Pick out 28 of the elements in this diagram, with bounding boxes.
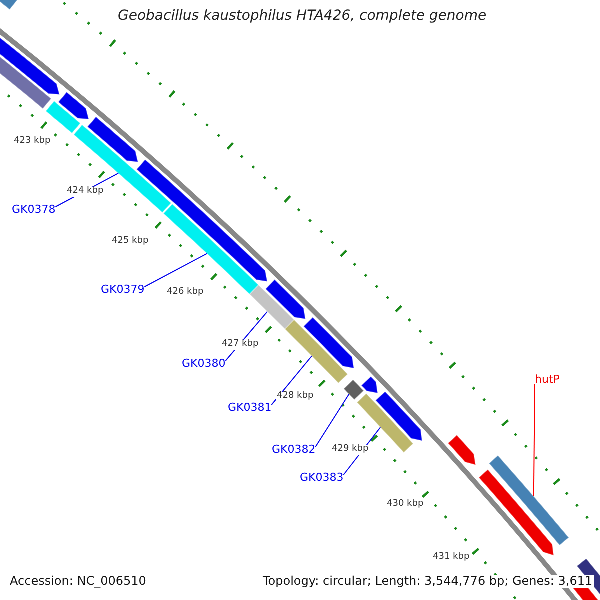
gene-bar xyxy=(249,284,295,330)
scale-label: 423 kbp xyxy=(13,137,52,147)
scale-label: 426 kbp xyxy=(166,288,205,298)
gene-label: GK0381 xyxy=(228,402,272,414)
footer-text: Topology: circular; Length: 3,544,776 bp; Genes: 3,611 xyxy=(262,575,594,588)
footer-text: Accession: NC_006510 xyxy=(9,575,148,588)
gene-bar xyxy=(163,204,260,296)
gene-bar xyxy=(343,379,365,401)
scale-label: 430 kbp xyxy=(386,500,425,510)
leader-line xyxy=(144,253,208,288)
scale-label: 429 kbp xyxy=(331,445,370,455)
gene-label: GK0380 xyxy=(182,358,226,370)
scale-label: 431 kbp xyxy=(432,553,471,563)
gene-label: GK0383 xyxy=(300,472,344,484)
leader-line xyxy=(315,394,350,448)
gene-label: GK0382 xyxy=(272,444,316,456)
gene-label: hutP xyxy=(535,374,560,386)
leader-line xyxy=(271,356,313,406)
map-title: Geobacillus kaustophilus HTA426, complete genome xyxy=(118,9,487,24)
gene-label: GK0379 xyxy=(101,284,145,296)
scale-label: 427 kbp xyxy=(221,340,260,350)
leader-line xyxy=(533,384,536,497)
scale-label: 425 kbp xyxy=(111,237,150,247)
scale-label: 428 kbp xyxy=(276,392,315,402)
gene-bar xyxy=(488,454,570,546)
scale-label: 424 kbp xyxy=(66,187,105,197)
gene-bar xyxy=(284,319,349,384)
gene-label: GK0378 xyxy=(12,204,56,216)
